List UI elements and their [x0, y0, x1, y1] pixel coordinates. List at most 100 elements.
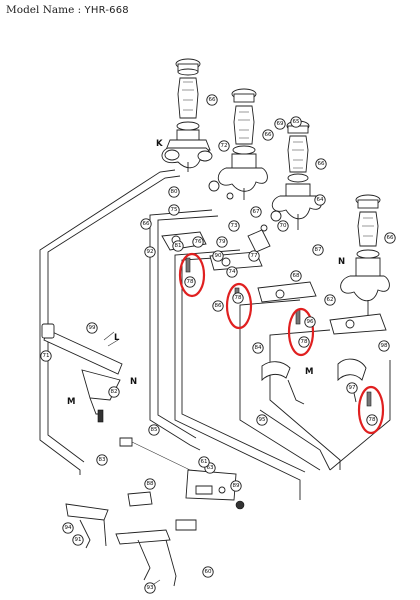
callout-64: 64	[314, 194, 326, 206]
callout-number: 79	[219, 239, 226, 245]
callout-number: 92	[147, 249, 154, 255]
callout-number: 66	[387, 235, 394, 241]
callout-number: 78	[235, 295, 242, 301]
callout-number: 97	[349, 385, 356, 391]
callout-bubble	[232, 292, 244, 304]
callout-78a: 78	[184, 276, 196, 288]
callout-90: 90	[212, 250, 224, 262]
callout-91: 91	[72, 534, 84, 546]
callout-bubble	[346, 382, 358, 394]
callout-78c: 78	[298, 336, 310, 348]
callout-bubble	[202, 566, 214, 578]
callout-number: 74	[229, 269, 236, 275]
callout-number: 62	[327, 297, 334, 303]
valve-tower-3	[271, 120, 322, 230]
callout-number: 83	[99, 457, 106, 463]
callout-bubble	[144, 246, 156, 258]
valve-tower-1	[161, 58, 213, 172]
callout-bubble	[168, 204, 180, 216]
callout-bubble	[228, 220, 240, 232]
callout-number: 91	[75, 537, 82, 543]
letter-N-left: N	[130, 377, 137, 387]
callout-bubble	[144, 582, 156, 594]
callout-bubble	[314, 194, 326, 206]
callout-65: 65	[290, 116, 302, 128]
callout-98: 98	[378, 340, 390, 352]
callout-bubble	[198, 456, 210, 468]
callout-bubble	[144, 478, 156, 490]
callout-60: 60	[202, 566, 214, 578]
callout-80: 80	[168, 186, 180, 198]
callout-bubble	[212, 300, 224, 312]
callout-bubble	[226, 266, 238, 278]
letter-N-right: N	[338, 257, 345, 267]
callout-number: 90	[215, 253, 222, 259]
callout-85: 85	[148, 424, 160, 436]
callout-bubble	[274, 118, 286, 130]
callout-number: 71	[43, 353, 50, 359]
callout-number: 67	[253, 209, 260, 215]
callout-92: 92	[144, 246, 156, 258]
valve-tower-4	[340, 194, 390, 316]
letter-L: L	[114, 333, 120, 343]
callout-bubble	[366, 414, 378, 426]
callout-number: 66	[265, 132, 272, 138]
callout-number: 78	[187, 279, 194, 285]
callout-96: 96	[304, 316, 316, 328]
callout-89: 89	[230, 480, 242, 492]
callout-number: 69	[277, 121, 284, 127]
callout-62: 62	[324, 294, 336, 306]
callout-number: 87	[315, 247, 322, 253]
callout-number: 96	[307, 319, 314, 325]
callout-bubble	[206, 94, 218, 106]
callout-number: 81	[175, 243, 182, 249]
callout-number: 66	[318, 161, 325, 167]
highlight-circle-3	[287, 307, 315, 357]
callout-bubble	[290, 270, 302, 282]
callout-71: 71	[40, 350, 52, 362]
callout-number: 93	[147, 585, 154, 591]
callout-number: 64	[317, 197, 324, 203]
callout-66a: 66	[206, 94, 218, 106]
callout-78b: 78	[232, 292, 244, 304]
callout-bubble	[248, 250, 260, 262]
callout-number: 66	[209, 97, 216, 103]
callout-97: 97	[346, 382, 358, 394]
callout-bubble	[172, 240, 184, 252]
callout-77: 77	[248, 250, 260, 262]
callout-number: 78	[301, 339, 308, 345]
callout-number: 99	[89, 325, 96, 331]
callout-bubble	[252, 342, 264, 354]
callout-bubble	[230, 480, 242, 492]
callout-bubble	[96, 454, 108, 466]
model-name-label: Model Name :	[6, 4, 82, 16]
callout-number: 66	[143, 221, 150, 227]
callout-bubble	[192, 236, 204, 248]
callout-number: 68	[293, 273, 300, 279]
callout-bubble	[256, 414, 268, 426]
callout-number: 84	[255, 345, 262, 351]
callout-number: 63	[207, 465, 214, 471]
callout-99: 99	[86, 322, 98, 334]
callout-70: 70	[277, 220, 289, 232]
callout-bubble	[140, 218, 152, 230]
callout-bubble	[184, 276, 196, 288]
callout-bubble	[315, 158, 327, 170]
callout-68: 68	[290, 270, 302, 282]
callout-83: 83	[96, 454, 108, 466]
callout-73: 73	[228, 220, 240, 232]
callout-number: 89	[233, 483, 240, 489]
callout-bubble	[216, 236, 228, 248]
callout-bubble	[384, 232, 396, 244]
callout-94: 94	[62, 522, 74, 534]
callout-bubble	[324, 294, 336, 306]
callout-number: 82	[111, 389, 118, 395]
callout-bubble	[290, 116, 302, 128]
callout-number: 78	[369, 417, 376, 423]
pedal-and-base-assemblies	[65, 437, 245, 589]
callout-number: 65	[293, 119, 300, 125]
callout-bubble	[378, 340, 390, 352]
callout-number: 76	[195, 239, 202, 245]
callout-bubble	[250, 206, 262, 218]
callout-66b: 66	[262, 129, 274, 141]
